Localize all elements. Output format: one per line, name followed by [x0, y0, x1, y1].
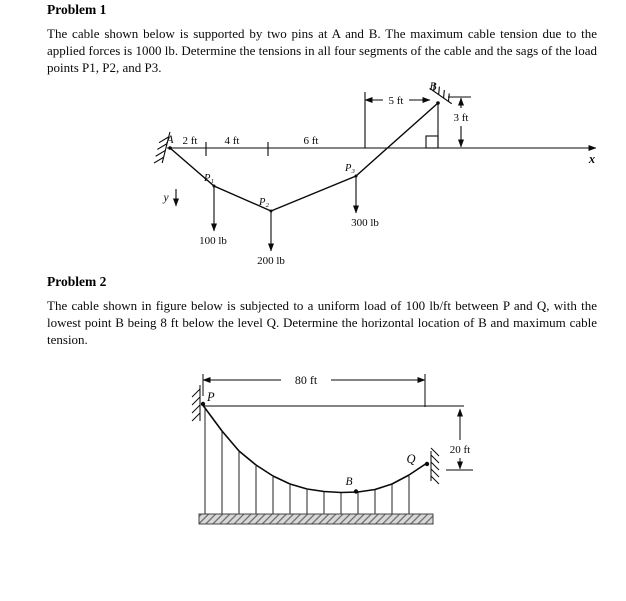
low-point-b — [353, 489, 359, 494]
figure1-cable-diagram: A B 2 ft 4 ft 6 ft 5 ft 3 ft x y P₁ P₂ P… — [153, 81, 597, 267]
pin-q — [424, 461, 430, 467]
label-point-q: Q — [406, 452, 415, 466]
label-dim-2ft: 2 ft — [183, 135, 198, 147]
label-x-axis: x — [588, 152, 595, 166]
dim-80ft-label-bg — [281, 373, 331, 387]
label-p2: P₂ — [258, 197, 269, 208]
label-load-300lb: 300 lb — [351, 217, 379, 229]
label-dim-3ft: 3 ft — [454, 112, 469, 124]
pin-support-a-hatch — [153, 131, 171, 164]
label-dim-6ft: 6 ft — [304, 135, 319, 147]
label-p3: P₃ — [344, 163, 355, 174]
label-point-a: A — [165, 134, 174, 146]
figure2-cable-diagram: 80 ft 20 ft P Q B — [191, 373, 473, 525]
label-dim-80ft: 80 ft — [295, 373, 318, 387]
pin-a — [168, 146, 172, 150]
label-point-b: B — [429, 81, 436, 93]
pin-p — [200, 401, 206, 407]
uniform-load-hangers — [204, 407, 410, 514]
label-load-200lb: 200 lb — [257, 255, 285, 267]
problem2-body: The cable shown in figure below is subje… — [47, 298, 597, 347]
label-point-b: B — [345, 476, 352, 488]
dim-5ft-label-bg — [383, 93, 409, 106]
label-dim-20ft: 20 ft — [450, 444, 470, 456]
label-y-axis: y — [162, 192, 169, 204]
load-point-p1 — [212, 184, 216, 188]
load-beam — [198, 513, 434, 525]
load-point-p3 — [354, 174, 358, 178]
label-dim-5ft: 5 ft — [389, 95, 404, 107]
pin-support-b-hatch — [429, 83, 453, 105]
label-dim-4ft: 4 ft — [225, 135, 240, 147]
problem1-body: The cable shown below is supported by tw… — [47, 26, 597, 75]
right-angle-marker — [425, 135, 439, 149]
wall-support-q-hatch — [430, 447, 440, 485]
label-p1: P₁ — [203, 173, 214, 184]
load-point-p2 — [269, 209, 273, 213]
problem2-title: Problem 2 — [47, 274, 107, 289]
wall-support-p-hatch — [191, 385, 201, 422]
problem1-title: Problem 1 — [47, 2, 107, 17]
cable-segments — [169, 102, 439, 212]
label-point-p: P — [206, 390, 215, 404]
pin-b — [436, 101, 440, 105]
cable-curve — [201, 403, 428, 494]
label-load-100lb: 100 lb — [199, 235, 227, 247]
